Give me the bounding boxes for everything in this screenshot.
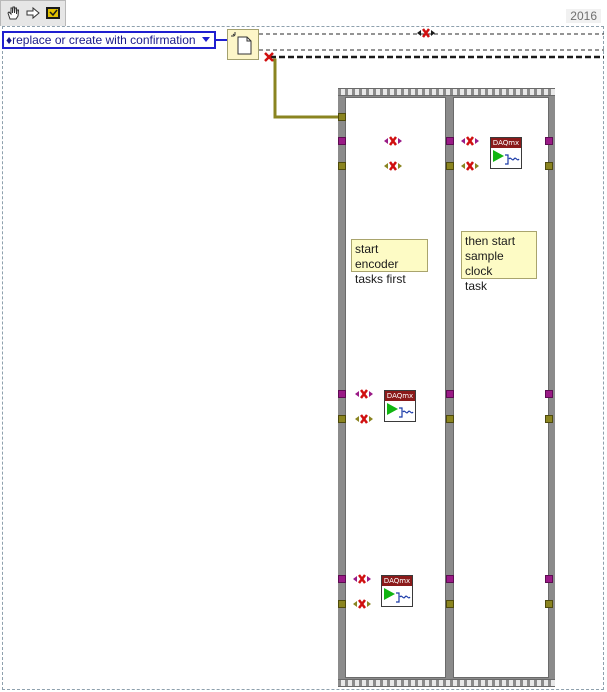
arrow-icon[interactable]	[25, 5, 41, 21]
error-badge-icon	[355, 389, 373, 399]
task-tunnel	[446, 137, 454, 145]
error-badge-icon	[355, 414, 373, 424]
comment-start-encoder[interactable]: start encoder tasks first	[351, 239, 428, 286]
comment-start-sample-clock[interactable]: then start sample clock task	[461, 231, 537, 293]
open-create-file-node[interactable]	[227, 29, 259, 60]
task-tunnel	[338, 137, 346, 145]
error-tunnel	[545, 600, 553, 608]
sequence-film-top	[338, 88, 555, 96]
dropdown-arrow-icon[interactable]	[202, 37, 210, 42]
task-tunnel	[446, 575, 454, 583]
task-tunnel	[446, 390, 454, 398]
task-tunnel	[545, 390, 553, 398]
daqmx-label: DAQmx	[385, 391, 415, 401]
error-tunnel	[338, 415, 346, 423]
start-task-icon	[387, 403, 414, 418]
start-task-icon	[493, 150, 520, 165]
flat-sequence-structure[interactable]	[338, 88, 555, 687]
create-file-icon	[231, 32, 252, 55]
sequence-frame-2[interactable]	[453, 97, 549, 678]
error-badge-icon	[353, 574, 371, 584]
error-badge-icon	[461, 161, 479, 171]
error-tunnel	[446, 415, 454, 423]
task-tunnel	[545, 137, 553, 145]
task-tunnel	[338, 390, 346, 398]
error-tunnel	[446, 162, 454, 170]
start-task-icon	[384, 588, 411, 603]
daqmx-label: DAQmx	[491, 138, 521, 148]
error-badge-icon	[417, 28, 435, 38]
enum-value: ♦replace or create with confirmation	[6, 33, 196, 47]
daqmx-start-task-node[interactable]: DAQmx	[381, 575, 413, 607]
sequence-film-bottom	[338, 679, 555, 687]
block-diagram-frame	[2, 26, 604, 690]
daqmx-label: DAQmx	[382, 576, 412, 586]
daqmx-start-task-node[interactable]: DAQmx	[490, 137, 522, 169]
task-tunnel	[338, 575, 346, 583]
error-badge-icon	[264, 52, 274, 62]
task-tunnel	[545, 575, 553, 583]
error-badge-icon	[353, 599, 371, 609]
error-badge-icon	[384, 161, 402, 171]
error-tunnel	[338, 600, 346, 608]
error-badge-icon	[461, 136, 479, 146]
error-tunnel	[338, 162, 346, 170]
hand-icon[interactable]	[5, 5, 21, 21]
toolbar	[0, 0, 66, 26]
error-tunnel	[545, 415, 553, 423]
version-label: 2016	[566, 9, 601, 23]
error-wire-in	[273, 58, 340, 119]
error-in-tunnel	[338, 113, 346, 121]
highlight-execution-icon[interactable]	[45, 5, 61, 21]
daqmx-start-task-node[interactable]: DAQmx	[384, 390, 416, 422]
error-tunnel	[446, 600, 454, 608]
error-badge-icon	[384, 136, 402, 146]
file-operation-enum-constant[interactable]: ♦replace or create with confirmation	[2, 31, 216, 49]
error-tunnel	[545, 162, 553, 170]
